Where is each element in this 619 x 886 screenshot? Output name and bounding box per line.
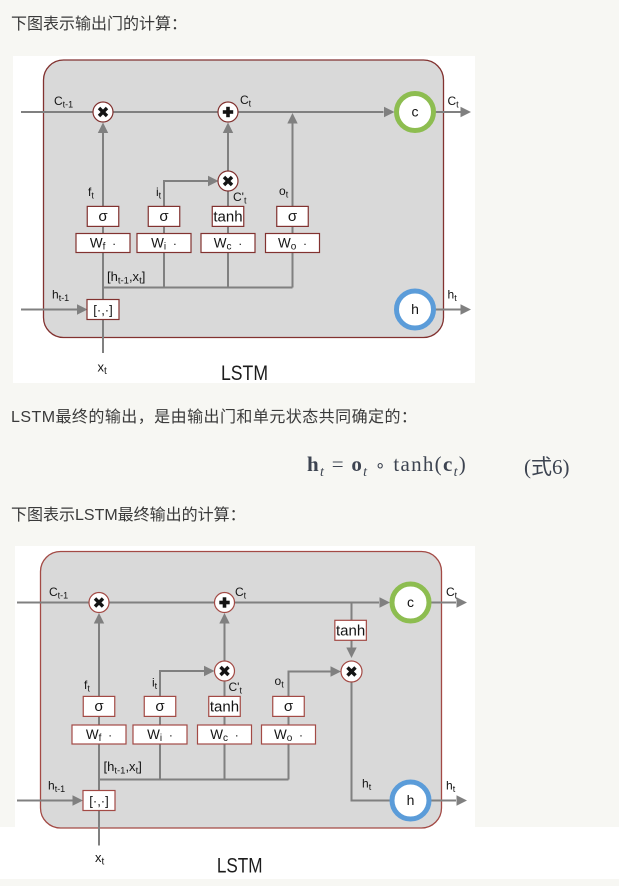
svg-text:c: c <box>407 594 414 610</box>
svg-text:ht: ht <box>446 779 456 795</box>
svg-text:ot: ot <box>279 184 289 200</box>
svg-text:σ: σ <box>98 208 108 225</box>
svg-text:C't: C't <box>233 190 247 206</box>
svg-text:[·,·]: [·,·] <box>93 303 113 318</box>
svg-text:Wc ·: Wc · <box>214 236 243 253</box>
svg-text:σ: σ <box>288 208 298 225</box>
svg-text:tanh: tanh <box>336 622 365 639</box>
svg-text:LSTM: LSTM <box>217 855 263 878</box>
svg-text:Wf ·: Wf · <box>90 236 116 253</box>
svg-text:tanh: tanh <box>210 699 239 716</box>
svg-text:Wc ·: Wc · <box>210 727 239 744</box>
svg-text:Wo ·: Wo · <box>274 727 303 744</box>
svg-text:σ: σ <box>159 208 169 225</box>
svg-text:LSTM: LSTM <box>221 362 268 385</box>
svg-text:h: h <box>411 301 419 317</box>
svg-text:σ: σ <box>155 698 165 715</box>
svg-text:it: it <box>156 185 162 201</box>
svg-text:Ct: Ct <box>235 585 247 601</box>
svg-text:xt: xt <box>98 360 108 378</box>
svg-text:ft: ft <box>84 678 90 694</box>
svg-text:Wi ·: Wi · <box>147 727 173 744</box>
svg-text:σ: σ <box>284 698 294 715</box>
svg-text:xt: xt <box>95 850 105 868</box>
svg-text:Ct: Ct <box>448 94 460 110</box>
svg-text:tanh: tanh <box>213 209 242 226</box>
svg-text:ht: ht <box>448 288 458 304</box>
svg-text:C't: C't <box>229 680 243 696</box>
svg-text:[·,·]: [·,·] <box>89 794 109 809</box>
svg-text:h: h <box>407 792 415 808</box>
svg-text:ot: ot <box>275 674 285 690</box>
svg-text:Wf ·: Wf · <box>86 727 112 744</box>
svg-text:ft: ft <box>88 185 94 201</box>
svg-text:ht: ht <box>362 777 372 793</box>
svg-text:σ: σ <box>94 698 104 715</box>
svg-text:c: c <box>412 104 419 120</box>
svg-text:Wo ·: Wo · <box>278 236 307 253</box>
svg-text:Ct: Ct <box>446 585 458 601</box>
svg-text:it: it <box>152 676 158 692</box>
svg-text:[ht-1,xt]: [ht-1,xt] <box>107 269 145 287</box>
svg-text:Wi ·: Wi · <box>151 236 177 253</box>
svg-text:[ht-1,xt]: [ht-1,xt] <box>104 759 142 777</box>
svg-text:Ct: Ct <box>240 93 252 109</box>
